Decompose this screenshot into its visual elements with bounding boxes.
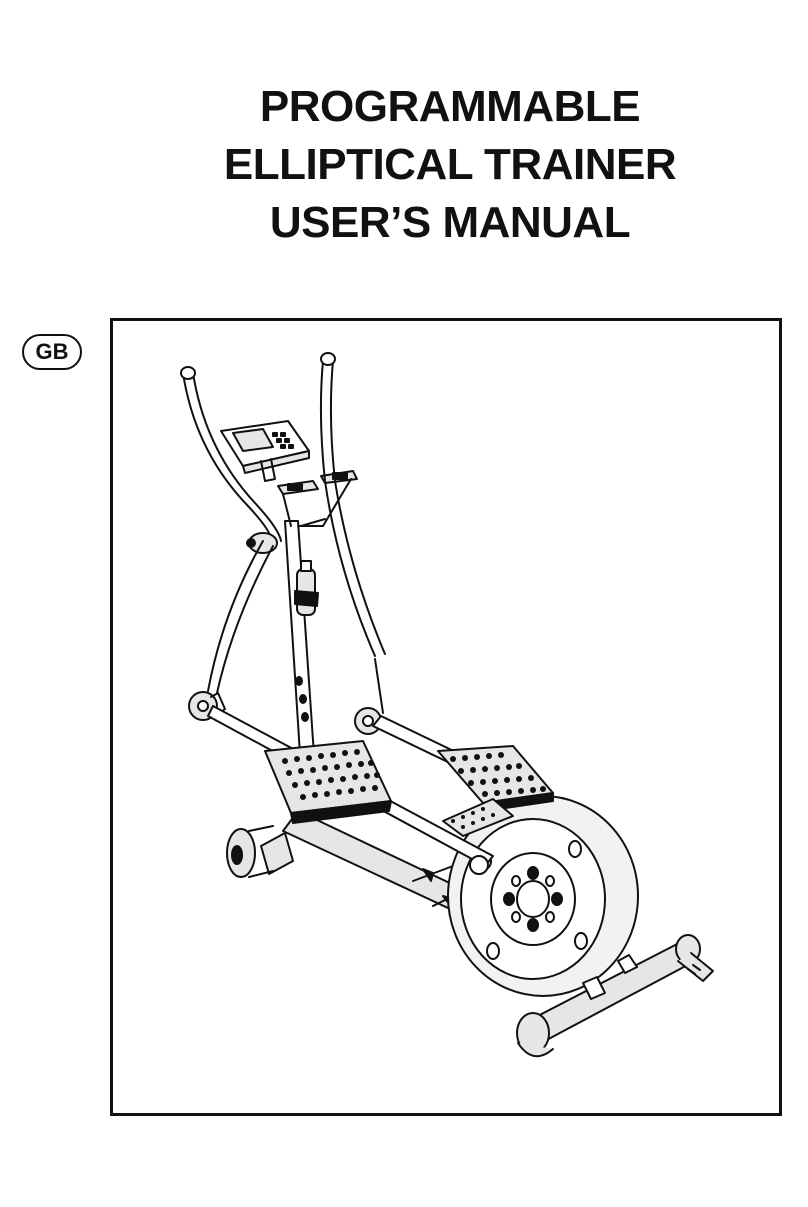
right-moving-arm [301,353,385,734]
product-illustration-frame [110,318,782,1116]
console-display-icon [221,421,309,481]
static-handlebars [278,471,357,526]
left-moving-arm [181,367,281,720]
title-line-3: USER’S MANUAL [150,194,750,252]
title-line-1: PROGRAMMABLE [150,78,750,136]
rear-stabilizer [227,826,293,877]
language-badge: GB [22,334,82,370]
manual-title: PROGRAMMABLE ELLIPTICAL TRAINER USER’S M… [150,78,750,252]
title-line-2: ELLIPTICAL TRAINER [150,136,750,194]
elliptical-trainer-illustration [113,321,779,1113]
